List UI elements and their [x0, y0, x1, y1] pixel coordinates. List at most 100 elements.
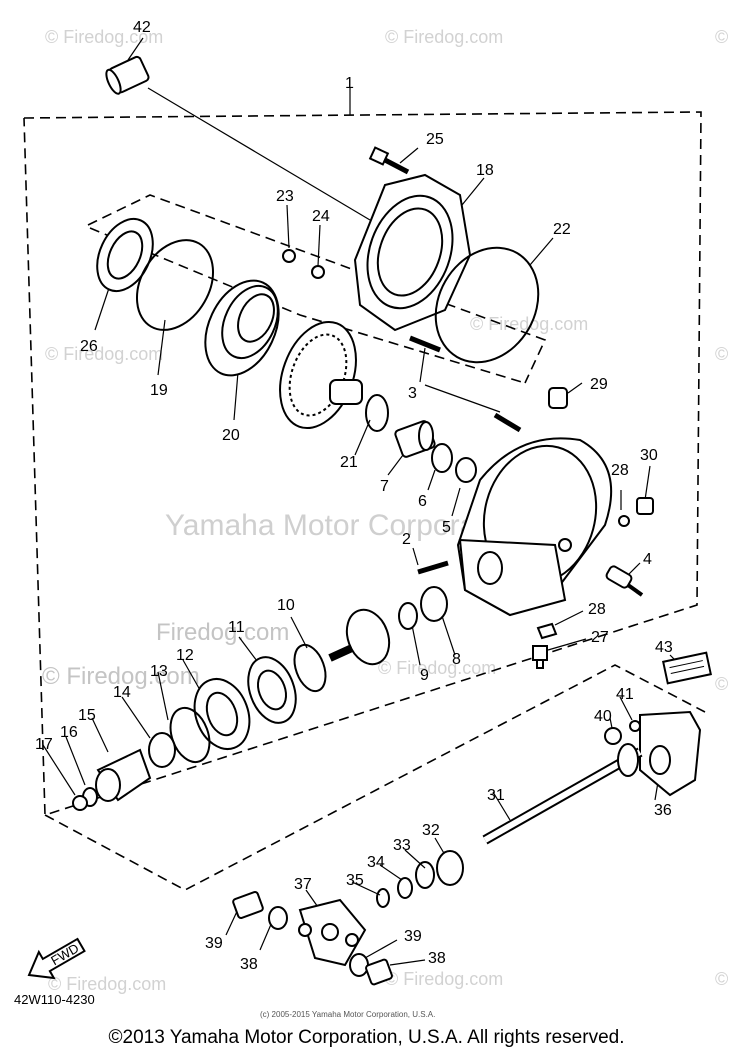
nut-23	[282, 249, 296, 263]
washer-6	[431, 443, 453, 473]
watermark: © Firedog.com	[715, 27, 733, 47]
watermark: © Firedog.com	[378, 658, 496, 678]
washer-9	[398, 602, 418, 630]
part-number-label: 18	[476, 162, 494, 179]
watermark: © Firedog.com	[385, 27, 503, 47]
watermark: © Firedog.com	[45, 27, 163, 47]
part-number-label: 33	[393, 837, 411, 854]
part-number-label: 13	[150, 663, 168, 680]
washer-28	[618, 515, 630, 527]
part-number-label: 43	[655, 639, 673, 656]
gear-case	[456, 437, 613, 617]
o-ring-19	[136, 239, 214, 331]
seal-39b	[349, 953, 369, 977]
part-number-label: 1	[345, 75, 354, 92]
washer-33	[415, 861, 435, 889]
part-number-label: 31	[487, 787, 505, 804]
oil-seal-14	[148, 732, 176, 768]
watermark: © Firedog.com	[48, 974, 166, 994]
part-number-label: 28	[611, 462, 629, 479]
part-labels: 4212518232422261920329217652830241011282…	[35, 19, 673, 973]
part-number-label: 30	[640, 447, 658, 464]
part-number-label: 4	[643, 551, 652, 568]
part-number-label: 12	[176, 647, 194, 664]
part-number-label: 29	[590, 376, 608, 393]
watermark: © Firedog.com	[715, 344, 733, 364]
part-number-label: 27	[591, 629, 609, 646]
part-number-label: 17	[35, 736, 53, 753]
part-number-label: 41	[616, 686, 634, 703]
part-number-label: 14	[113, 684, 131, 701]
part-number-label: 22	[553, 221, 571, 238]
part-number-label: 26	[80, 338, 98, 355]
drive-shaft-31	[482, 743, 643, 845]
leader-lines	[42, 37, 681, 966]
part-number-label: 9	[420, 667, 429, 684]
bearing-38	[232, 891, 264, 919]
assembly-boundary	[23, 111, 706, 891]
part-number-label: 39	[404, 928, 422, 945]
part-number-label: 38	[240, 956, 258, 973]
washer-28b	[536, 622, 558, 640]
part-number-label: 10	[277, 597, 295, 614]
part-number-label: 15	[78, 707, 96, 724]
pinion-gear	[328, 608, 391, 666]
coupling-15	[95, 748, 152, 802]
bearing-11	[247, 656, 297, 724]
part-number-label: 32	[422, 822, 440, 839]
part-number-label: 34	[367, 854, 385, 871]
diagram-code: 42W110-4230	[14, 992, 95, 1007]
washer-24	[311, 265, 325, 279]
part-number-label: 5	[442, 519, 451, 536]
bolt-30	[636, 497, 654, 515]
washer-41	[629, 720, 641, 732]
watermark: © Firedog.com	[385, 969, 503, 989]
plug-29	[548, 387, 568, 409]
drive-shaft-plate	[639, 710, 702, 797]
watermark: © Firedog.com	[715, 674, 733, 694]
watermark-firedog-mid: Firedog.com	[156, 619, 289, 646]
part-number-label: 6	[418, 493, 427, 510]
part-number-label: 7	[380, 478, 389, 495]
part-number-label: 35	[346, 872, 364, 889]
u-joint-37	[298, 898, 367, 967]
part-number-label: 36	[654, 802, 672, 819]
watermark-firedog-large: © Firedog.com	[42, 663, 200, 690]
collar-42	[105, 55, 150, 95]
part-number-label: 24	[312, 208, 330, 225]
part-number-label: 37	[294, 876, 312, 893]
ring-gear	[279, 320, 363, 430]
seal-39	[268, 906, 288, 930]
o-ring-10	[293, 643, 327, 693]
bearing-7	[394, 420, 436, 458]
part-number-label: 21	[340, 454, 358, 471]
watermark: © Firedog.com	[715, 969, 733, 989]
small-copyright: (c) 2005-2015 Yamaha Motor Corporation, …	[260, 1010, 435, 1019]
nut-40	[604, 727, 622, 745]
label-43	[662, 651, 712, 685]
oil-seal-32	[436, 850, 464, 886]
part-number-label: 3	[408, 385, 417, 402]
part-number-label: 11	[228, 619, 245, 636]
stud-2	[417, 560, 449, 575]
part-number-label: 16	[60, 724, 78, 741]
bolt-4	[605, 565, 644, 597]
bearing-20	[204, 279, 280, 377]
bearing-8	[420, 586, 448, 622]
part-number-label: 2	[402, 531, 411, 548]
part-number-label: 8	[452, 651, 461, 668]
part-number-label: 19	[150, 382, 168, 399]
stud-3b	[493, 412, 522, 433]
part-number-label: 40	[594, 708, 612, 725]
ring-35	[376, 888, 390, 908]
oil-seal-26	[96, 217, 154, 293]
footer-copyright: ©2013 Yamaha Motor Corporation, U.S.A. A…	[108, 1027, 625, 1048]
part-number-label: 38	[428, 950, 446, 967]
part-number-label: 25	[426, 131, 444, 148]
watermark: © Firedog.com	[470, 314, 588, 334]
washer-34	[397, 877, 413, 899]
nut-17	[72, 795, 88, 811]
part-number-label: 39	[205, 935, 223, 952]
part-number-label: 28	[588, 601, 606, 618]
